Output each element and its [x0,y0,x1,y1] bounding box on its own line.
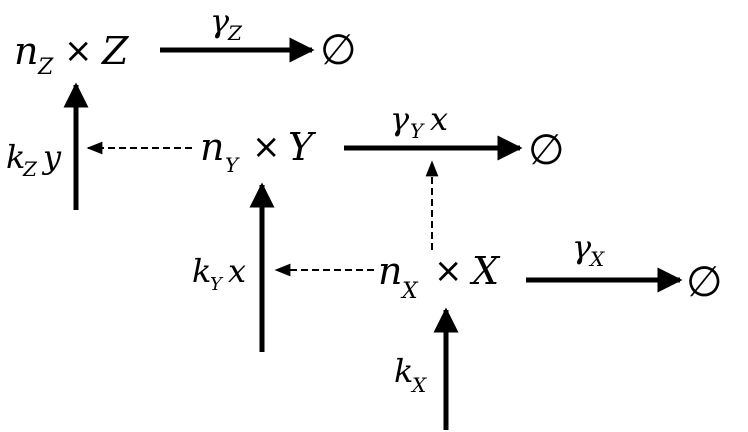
species-z-times: × [64,31,93,71]
species-z-n: n [14,29,38,73]
rate-gamma-z-sub: Z [227,21,243,45]
species-x-label: n X × X [378,249,501,304]
rate-k-y-sym: k [192,252,211,290]
species-y-n-sub: Y [225,153,240,177]
rate-gamma-y: γ Y x [390,100,448,143]
rate-k-y-suffix: x [228,252,246,290]
rate-k-y: k Y x [192,252,246,295]
rate-k-z-sub: Z [22,157,38,181]
sink-x-symbol: ∅ [686,257,723,306]
rate-k-z: k Z y [6,138,62,181]
rate-gamma-x-sym: γ [572,228,592,266]
species-y-times: × [252,127,281,167]
rate-gamma-y-sub: Y [410,119,425,143]
rate-gamma-x-sub: X [588,247,605,271]
rate-k-x: k X [394,352,427,397]
rate-gamma-y-suffix: x [430,100,448,138]
rate-k-y-sub: Y [210,274,224,295]
rate-gamma-z: γ Z [210,2,243,45]
rate-k-z-sym: k [6,138,25,176]
rate-gamma-x: γ X [572,228,605,271]
species-x-name: X [469,249,501,293]
species-z-n-sub: Z [37,55,54,80]
species-x-n: n [378,249,402,293]
species-z-name: Z [101,29,129,73]
species-x-n-sub: X [400,279,419,304]
sink-y-symbol: ∅ [528,125,565,174]
sink-z-symbol: ∅ [320,25,357,74]
rate-gamma-y-sym: γ [390,100,410,138]
species-x-times: × [434,251,463,291]
species-y-n: n [200,125,224,169]
species-y-name: Y [288,125,317,169]
rate-k-x-sub: X [410,373,427,397]
rate-k-x-sym: k [394,352,413,390]
rate-k-z-suffix: y [41,138,62,176]
species-z-label: n Z × Z [14,29,129,80]
species-y-label: n Y × Y [200,125,317,177]
rate-gamma-z-sym: γ [210,2,230,40]
